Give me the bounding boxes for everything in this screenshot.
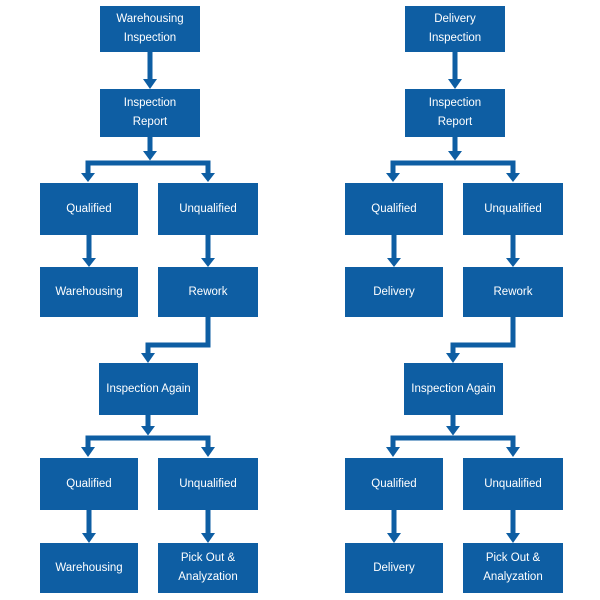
- arrow-unqualified1-to-rework: [506, 235, 520, 267]
- node-unqualified-1: Unqualified: [158, 183, 258, 235]
- branch-split-bottom: [386, 435, 520, 457]
- delivery-flow-connectors: [386, 52, 520, 543]
- node-delivery-outcome-1: Delivery: [345, 267, 443, 317]
- node-delivery-inspection: Delivery Inspection: [405, 6, 505, 52]
- node-qualified-2: Qualified: [345, 458, 443, 510]
- branch-split-bottom: [81, 435, 215, 457]
- node-qualified-2: Qualified: [40, 458, 138, 510]
- node-warehousing-outcome-2: Warehousing: [40, 543, 138, 593]
- arrow-start-to-report: [143, 52, 157, 89]
- arrow-qualified2-to-outcome2: [387, 510, 401, 543]
- node-inspection-report: Inspection Report: [100, 89, 200, 137]
- node-delivery-outcome-2: Delivery: [345, 543, 443, 593]
- arrow-start-to-report: [448, 52, 462, 89]
- arrow-qualified1-to-outcome1: [387, 235, 401, 267]
- node-qualified-1: Qualified: [40, 183, 138, 235]
- arrow-unqualified2-to-pickout: [201, 510, 215, 543]
- arrow-report-to-branch: [448, 137, 462, 161]
- node-qualified-1: Qualified: [345, 183, 443, 235]
- node-unqualified-1: Unqualified: [463, 183, 563, 235]
- branch-split-top: [386, 160, 520, 182]
- warehousing-flow-connectors: [81, 52, 215, 543]
- arrow-report-to-branch: [143, 137, 157, 161]
- delivery-flow-chart: Delivery Inspection Inspection Report Qu…: [305, 0, 600, 600]
- node-unqualified-2: Unqualified: [158, 458, 258, 510]
- node-inspection-again: Inspection Again: [404, 363, 503, 415]
- node-warehousing-inspection: Warehousing Inspection: [100, 6, 200, 52]
- node-warehousing-outcome-1: Warehousing: [40, 267, 138, 317]
- arrow-qualified1-to-outcome1: [82, 235, 96, 267]
- node-rework: Rework: [463, 267, 563, 317]
- node-pick-out-analyzation: Pick Out & Analyzation: [463, 543, 563, 593]
- node-rework: Rework: [158, 267, 258, 317]
- node-inspection-report: Inspection Report: [405, 89, 505, 137]
- arrow-unqualified2-to-pickout: [506, 510, 520, 543]
- arrow-again-to-branch: [141, 415, 155, 436]
- node-inspection-again: Inspection Again: [99, 363, 198, 415]
- arrow-qualified2-to-outcome2: [82, 510, 96, 543]
- node-unqualified-2: Unqualified: [463, 458, 563, 510]
- arrow-again-to-branch: [446, 415, 460, 436]
- elbow-rework-to-inspection-again: [141, 317, 211, 363]
- arrow-unqualified1-to-rework: [201, 235, 215, 267]
- branch-split-top: [81, 160, 215, 182]
- warehousing-flow-chart: Warehousing Inspection Inspection Report…: [40, 6, 258, 593]
- node-pick-out-analyzation: Pick Out & Analyzation: [158, 543, 258, 593]
- elbow-rework-to-inspection-again: [446, 317, 516, 363]
